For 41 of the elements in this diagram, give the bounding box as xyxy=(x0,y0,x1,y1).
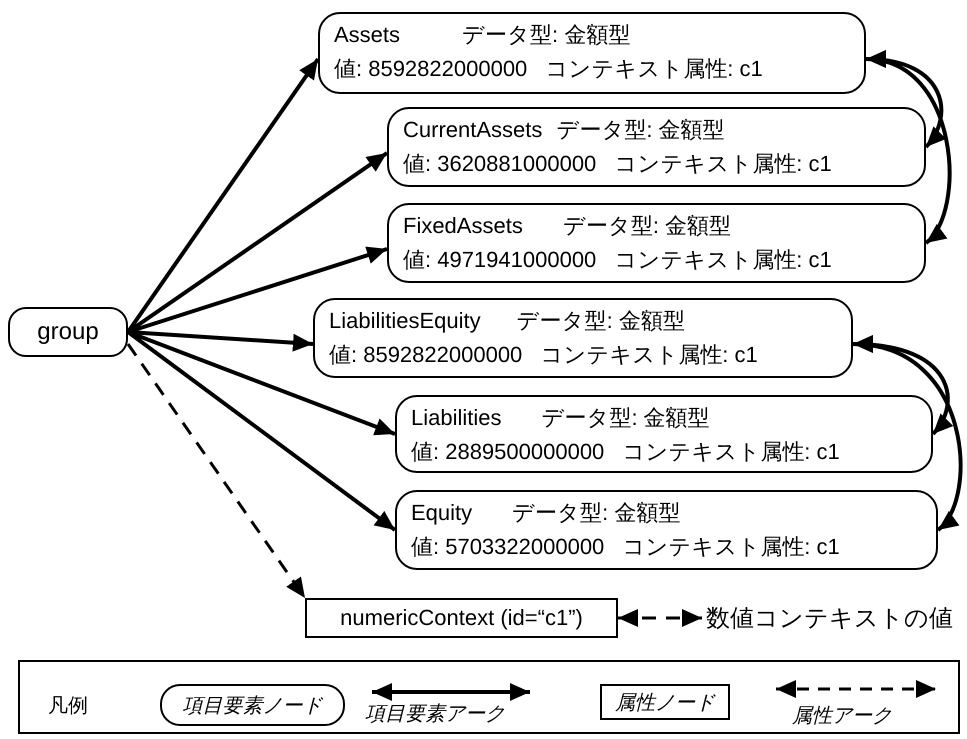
legend-title: 凡例 xyxy=(48,694,88,719)
item-node xyxy=(387,203,926,283)
context-attribute: コンテキスト属性: c1 xyxy=(540,341,758,369)
value-text: 値: 2889500000000 xyxy=(411,438,604,466)
item-node xyxy=(313,298,853,378)
item-name: FixedAssets xyxy=(403,212,523,240)
data-type: データ型: 金額型 xyxy=(562,212,732,240)
context-attribute: コンテキスト属性: c1 xyxy=(614,246,832,274)
arrow xyxy=(126,343,306,599)
value-text: 値: 3620881000000 xyxy=(403,150,596,178)
data-type: データ型: 金額型 xyxy=(542,404,710,432)
value-text: 値: 8592822000000 xyxy=(334,55,528,83)
arrow xyxy=(852,337,962,532)
item-name: Equity xyxy=(411,499,472,527)
value-text: 値: 4971941000000 xyxy=(403,246,596,274)
data-type: データ型: 金額型 xyxy=(556,116,725,144)
arrow xyxy=(618,609,702,627)
item-node xyxy=(318,12,866,94)
group-node: group xyxy=(8,307,128,357)
attribute-node: numericContext (id=“c1”) xyxy=(305,598,618,638)
arrow xyxy=(866,52,952,244)
context-attribute: コンテキスト属性: c1 xyxy=(622,533,840,561)
item-node xyxy=(387,107,926,187)
context-attribute: コンテキスト属性: c1 xyxy=(545,55,763,83)
item-node xyxy=(395,490,938,570)
item-name: Liabilities xyxy=(411,404,502,432)
data-type: データ型: 金額型 xyxy=(462,21,630,49)
item-node xyxy=(395,395,933,473)
legend-text: 項目要素アーク xyxy=(365,702,505,727)
legend-attribute-sample: 属性ノード xyxy=(600,684,730,720)
data-type: データ型: 金額型 xyxy=(516,307,685,335)
item-name: CurrentAssets xyxy=(403,116,542,144)
context-attribute: コンテキスト属性: c1 xyxy=(622,438,840,466)
value-text: 値: 8592822000000 xyxy=(329,341,522,369)
data-type: データ型: 金額型 xyxy=(512,499,680,527)
legend-text: 属性アーク xyxy=(792,704,892,729)
item-name: Assets xyxy=(334,21,400,49)
context-attribute: コンテキスト属性: c1 xyxy=(614,150,832,178)
item-name: LiabilitiesEquity xyxy=(329,307,481,335)
value-text: 値: 5703322000000 xyxy=(411,533,604,561)
legend-node-sample: 項目要素ノード xyxy=(160,684,345,726)
